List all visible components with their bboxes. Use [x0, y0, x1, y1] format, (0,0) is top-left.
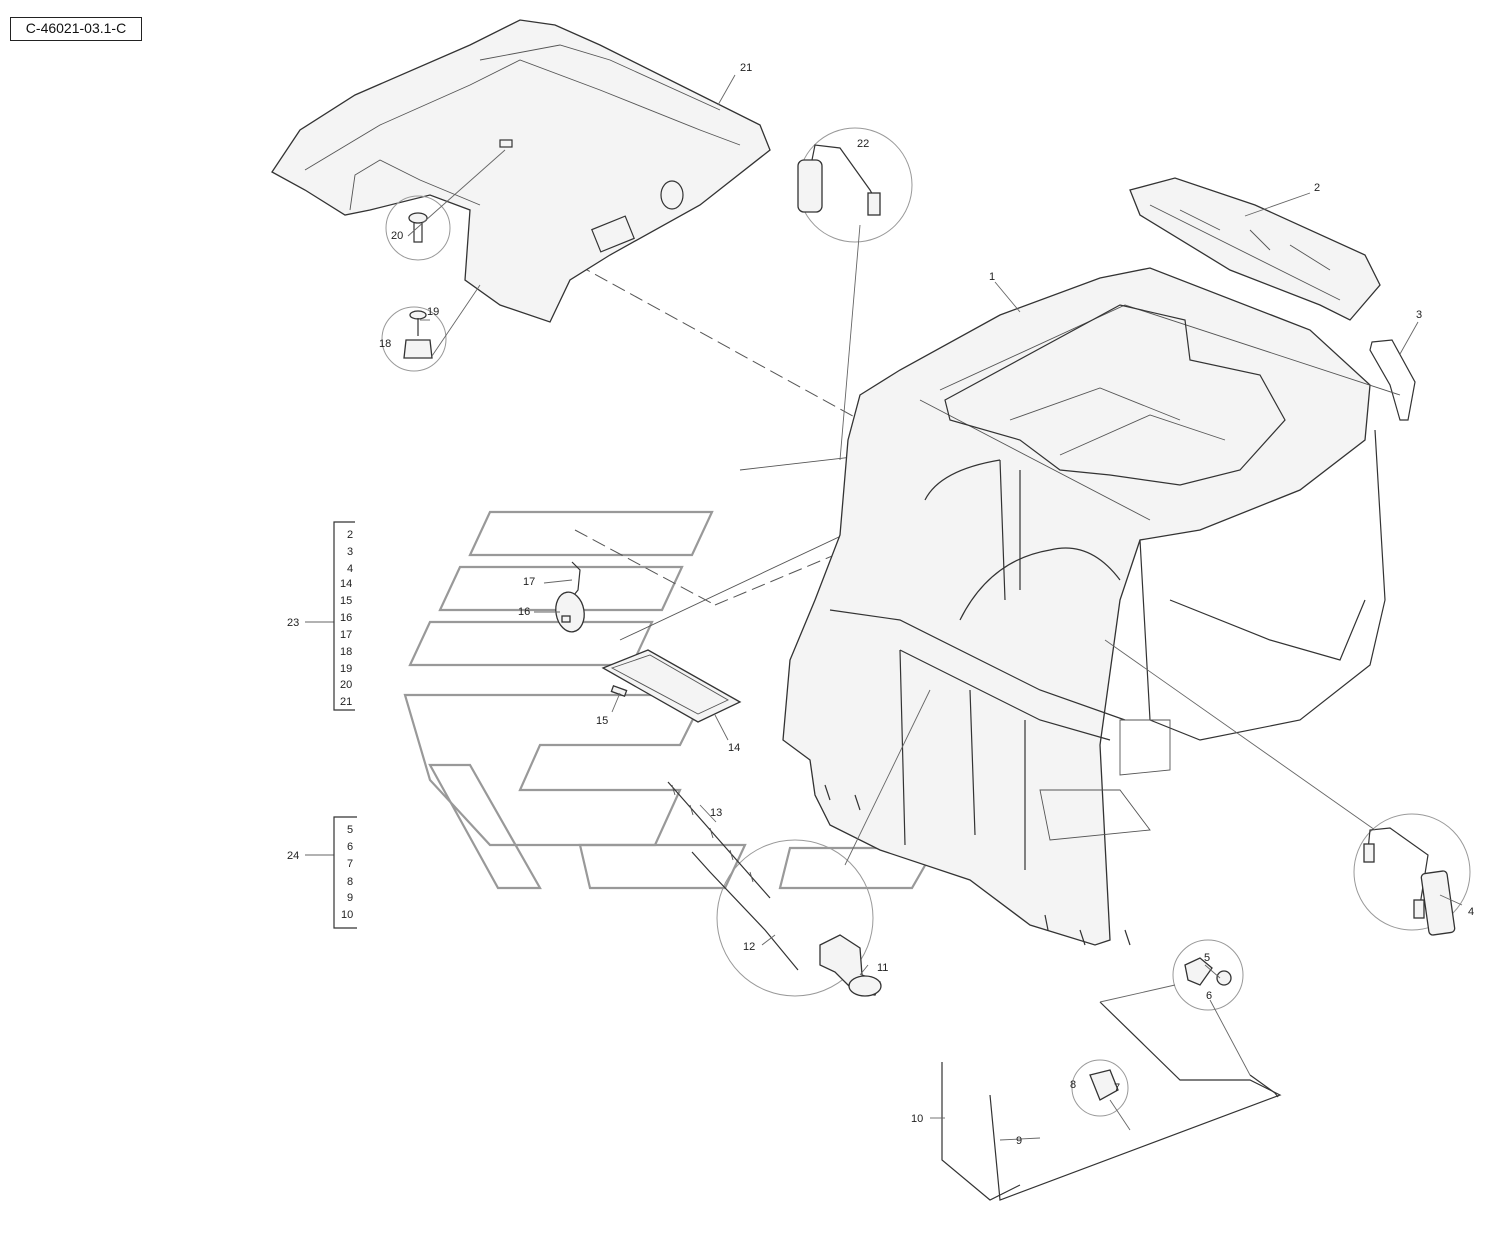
callout-11: 11 — [877, 962, 888, 974]
kit-23-item: 17 — [340, 629, 352, 641]
callout-18: 18 — [379, 338, 391, 350]
nut-and-screw-detail — [381, 195, 451, 372]
callout-5: 5 — [1204, 952, 1210, 964]
kit-23-item: 20 — [340, 679, 352, 691]
kit-24-item: 6 — [347, 841, 353, 853]
washer-tubing-set — [941, 939, 1282, 1201]
kit-24-item: 5 — [347, 824, 353, 836]
roof-cover-plate — [1129, 177, 1381, 321]
callout-22: 22 — [857, 138, 869, 150]
window-seal — [1369, 339, 1416, 421]
kit-24-item: 9 — [347, 892, 353, 904]
kit-23-item: 15 — [340, 595, 352, 607]
callout-13: 13 — [710, 807, 722, 819]
left-mirror — [797, 127, 913, 243]
callout-3: 3 — [1416, 309, 1422, 321]
kit-23-item: 16 — [340, 612, 352, 624]
kit-23-item: 18 — [340, 646, 352, 658]
callout-12: 12 — [743, 941, 755, 953]
callout-7: 7 — [1114, 1082, 1120, 1094]
callout-16: 16 — [518, 606, 530, 618]
callout-20: 20 — [391, 230, 403, 242]
kit-23-item: 3 — [347, 546, 353, 558]
kit-23-item: 14 — [340, 578, 352, 590]
callout-15: 15 — [596, 715, 608, 727]
kit-24-item: 10 — [341, 909, 353, 921]
callout-10: 10 — [911, 1113, 923, 1125]
callout-17: 17 — [523, 576, 535, 588]
drawing-reference-code: C-46021-03.1-C — [10, 17, 142, 41]
callout-labels: 1 2 3 4 5 6 7 8 9 10 11 12 13 14 15 16 1… — [379, 62, 1474, 1147]
leader-lines — [407, 74, 1463, 1141]
kit-23-item: 4 — [347, 563, 353, 575]
callout-8: 8 — [1070, 1079, 1076, 1091]
wiper-assembly — [667, 781, 882, 997]
callout-2: 2 — [1314, 182, 1320, 194]
right-mirror — [1353, 813, 1471, 936]
sun-visor-and-hook — [555, 561, 742, 723]
callout-19: 19 — [427, 306, 439, 318]
headliner-panel — [271, 19, 771, 323]
kit-23-item: 19 — [340, 663, 352, 675]
callout-21: 21 — [740, 62, 752, 74]
callout-9: 9 — [1016, 1135, 1022, 1147]
callout-6: 6 — [1206, 990, 1212, 1002]
kit-24-item: 8 — [347, 876, 353, 888]
kit-23-item: 2 — [347, 529, 353, 541]
kit-23-label: 23 — [287, 617, 299, 629]
callout-4: 4 — [1468, 906, 1474, 918]
callout-1: 1 — [989, 271, 995, 283]
kit-23-list: 23 2 3 4 14 15 16 17 18 19 20 21 — [287, 521, 355, 711]
kit-24-label: 24 — [287, 850, 299, 862]
kit-24-list: 24 5 6 7 8 9 10 — [287, 816, 357, 929]
cab-frame — [782, 267, 1401, 946]
kit-24-item: 7 — [347, 858, 353, 870]
callout-14: 14 — [728, 742, 740, 754]
kit-23-item: 21 — [340, 696, 352, 708]
